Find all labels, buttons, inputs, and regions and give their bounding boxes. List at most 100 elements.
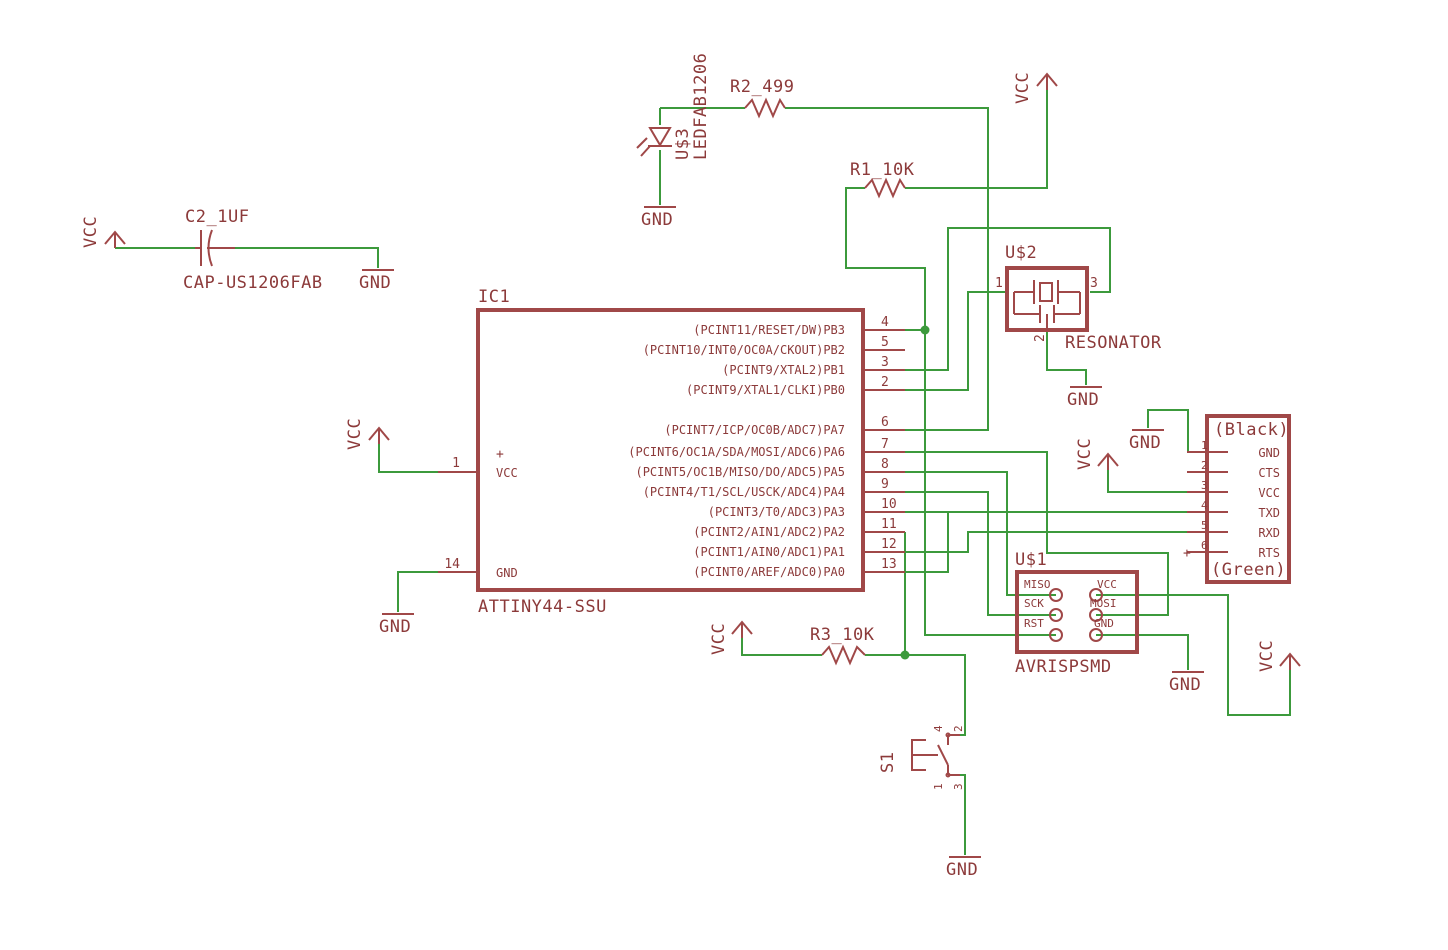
wire-pa2-rxd xyxy=(905,531,1205,553)
vcc-symbol xyxy=(1036,72,1058,90)
u2-name: U$2 xyxy=(1005,243,1037,263)
ftdi-bottom-label: (Green) xyxy=(1211,560,1286,580)
ic1-pin-num: 9 xyxy=(881,477,889,492)
vcc-symbol xyxy=(731,620,753,638)
vcc-label: VCC xyxy=(81,216,101,248)
u3-led-part[interactable]: U$3 LEDFAB1206 xyxy=(636,53,711,160)
ic1-pin-label-gnd: GND xyxy=(496,566,518,580)
s1-pin-4: 4 xyxy=(932,725,945,732)
r3-part[interactable]: R3_10K xyxy=(810,625,875,666)
s1-actuator xyxy=(911,739,938,771)
gnd-label: GND xyxy=(1067,390,1099,410)
ic1-pin-num: 8 xyxy=(881,457,889,472)
u1-pad-1 xyxy=(1049,588,1063,602)
u1-pad-3 xyxy=(1049,608,1063,622)
ftdi-pin-num: 3 xyxy=(1201,479,1208,492)
ftdi-pin-label: VCC xyxy=(1258,486,1280,500)
r2-zigzag xyxy=(744,97,786,119)
ic1-pin-num: 5 xyxy=(881,335,889,350)
ic1-pin-num: 11 xyxy=(881,517,897,532)
gnd-label: GND xyxy=(1169,675,1201,695)
ic1-part[interactable]: IC1 ATTINY44-SSU 1 14 VCC GND + 4(PCINT1… xyxy=(438,287,905,617)
ic1-pin-label: (PCINT11/RESET/DW)PB3 xyxy=(693,323,845,337)
r1-part[interactable]: R1_10K xyxy=(850,160,915,199)
ic1-pin-num: 7 xyxy=(881,437,889,452)
s1-lever xyxy=(937,744,949,766)
u1-pad-5 xyxy=(1049,628,1063,642)
ic1-pin-label: (PCINT5/OC1B/MISO/DO/ADC5)PA5 xyxy=(635,465,845,479)
ic1-pin-num: 3 xyxy=(881,355,889,370)
ic1-pin-num: 13 xyxy=(881,557,897,572)
u1-avrisp-part[interactable]: U$1 AVRISPSMD MISO SCK RST VCC MOSI GND xyxy=(1015,550,1139,677)
wire-pa6-mosi xyxy=(905,451,1169,616)
u1-value: AVRISPSMD xyxy=(1015,657,1112,677)
r3-name-value: R3_10K xyxy=(810,625,875,645)
ftdi-top-label: (Black) xyxy=(1214,420,1289,440)
gnd-label: GND xyxy=(359,273,391,293)
gnd-label: GND xyxy=(379,617,411,637)
wire-isp-vcc xyxy=(1096,594,1291,716)
r2-part[interactable]: R2_499 xyxy=(730,77,794,119)
ftdi-body xyxy=(1205,414,1291,584)
ic1-pin-num: 4 xyxy=(881,315,889,330)
ic1-pin-label: (PCINT10/INT0/OC0A/CKOUT)PB2 xyxy=(643,343,845,357)
ic1-pin-label: (PCINT3/T0/ADC3)PA3 xyxy=(708,505,845,519)
vcc-symbol xyxy=(104,230,126,248)
ic1-pin-num-gnd: 14 xyxy=(444,557,460,572)
wire-ic1-gnd xyxy=(397,571,438,612)
ftdi-pin-label: TXD xyxy=(1258,506,1280,520)
u2-pin-1: 1 xyxy=(995,276,1003,291)
s1-pin-1: 1 xyxy=(932,783,945,790)
junction-button xyxy=(900,650,910,660)
wire-pb0-resonator xyxy=(905,291,1005,391)
ic1-right-pins: 4 (PCINT11/RESET/DW)PB3 5 (PCINT10/INT0/OC0… xyxy=(628,315,905,579)
ic1-pin-label: (PCINT6/OC1A/SDA/MOSI/ADC6)PA6 xyxy=(628,445,845,459)
s1-dot-top xyxy=(945,732,951,738)
wire-r2-pa7 xyxy=(785,107,989,431)
u3-value: LEDFAB1206 xyxy=(691,53,711,160)
r3-zigzag xyxy=(821,644,866,666)
ftdi-pin-num: 4 xyxy=(1201,499,1208,512)
u1-pin-gnd: GND xyxy=(1094,617,1114,630)
ftdi-pin-label: RXD xyxy=(1258,526,1280,540)
gnd-label: GND xyxy=(1129,433,1161,453)
led-triangle xyxy=(648,127,672,147)
ftdi-header-part[interactable]: (Black) (Green) 1GND2CTS3VCC4TXD5RXD6RTS… xyxy=(1183,414,1291,584)
c2-part[interactable]: C2_1UF CAP-US1206FAB xyxy=(183,207,323,293)
wire-r1-reset xyxy=(845,187,926,330)
vcc-label: VCC xyxy=(1013,72,1033,104)
ftdi-pin-num: 2 xyxy=(1201,459,1208,472)
u1-pad-4 xyxy=(1089,608,1103,622)
u2-value: RESONATOR xyxy=(1065,333,1162,353)
ic1-name: IC1 xyxy=(478,287,510,307)
wire-pa0 xyxy=(905,512,949,573)
ic1-body xyxy=(476,308,865,592)
s1-name: S1 xyxy=(878,752,898,773)
wire-c2-gnd xyxy=(208,247,379,268)
u1-pin-vcc: VCC xyxy=(1097,578,1117,591)
wire-ic1-vcc xyxy=(378,444,438,473)
wire-r3-button xyxy=(865,654,966,736)
led-arrow-1 xyxy=(636,137,648,149)
u2-pin-2: 2 xyxy=(1033,334,1048,342)
vcc-symbol xyxy=(1279,652,1301,670)
vcc-label: VCC xyxy=(1257,640,1277,672)
ic1-pin-label: (PCINT2/AIN1/ADC2)PA2 xyxy=(693,525,845,539)
wire-isp-gnd xyxy=(1096,634,1189,670)
ic1-pin-label: (PCINT1/AIN0/ADC1)PA1 xyxy=(693,545,845,559)
wire-resonator-gnd xyxy=(1046,330,1087,385)
u1-name: U$1 xyxy=(1015,550,1047,570)
u2-resonator-part[interactable]: U$2 RESONATOR 1 2 3 xyxy=(995,243,1162,353)
junction-reset xyxy=(920,325,930,335)
ic1-pin-label: (PCINT9/XTAL2)PB1 xyxy=(722,363,845,377)
u1-pin-sck: SCK xyxy=(1024,597,1044,610)
s1-pin-2: 2 xyxy=(952,725,965,732)
ic1-pin-label: (PCINT4/T1/SCL/USCK/ADC4)PA4 xyxy=(643,485,845,499)
wire-pa5-miso xyxy=(905,471,1056,596)
wire-pa4-sck xyxy=(905,491,1056,616)
r1-name-value: R1_10K xyxy=(850,160,915,180)
ftdi-pin-label: RTS xyxy=(1258,546,1280,560)
s1-switch-part[interactable]: S1 4 2 1 3 xyxy=(878,725,965,790)
